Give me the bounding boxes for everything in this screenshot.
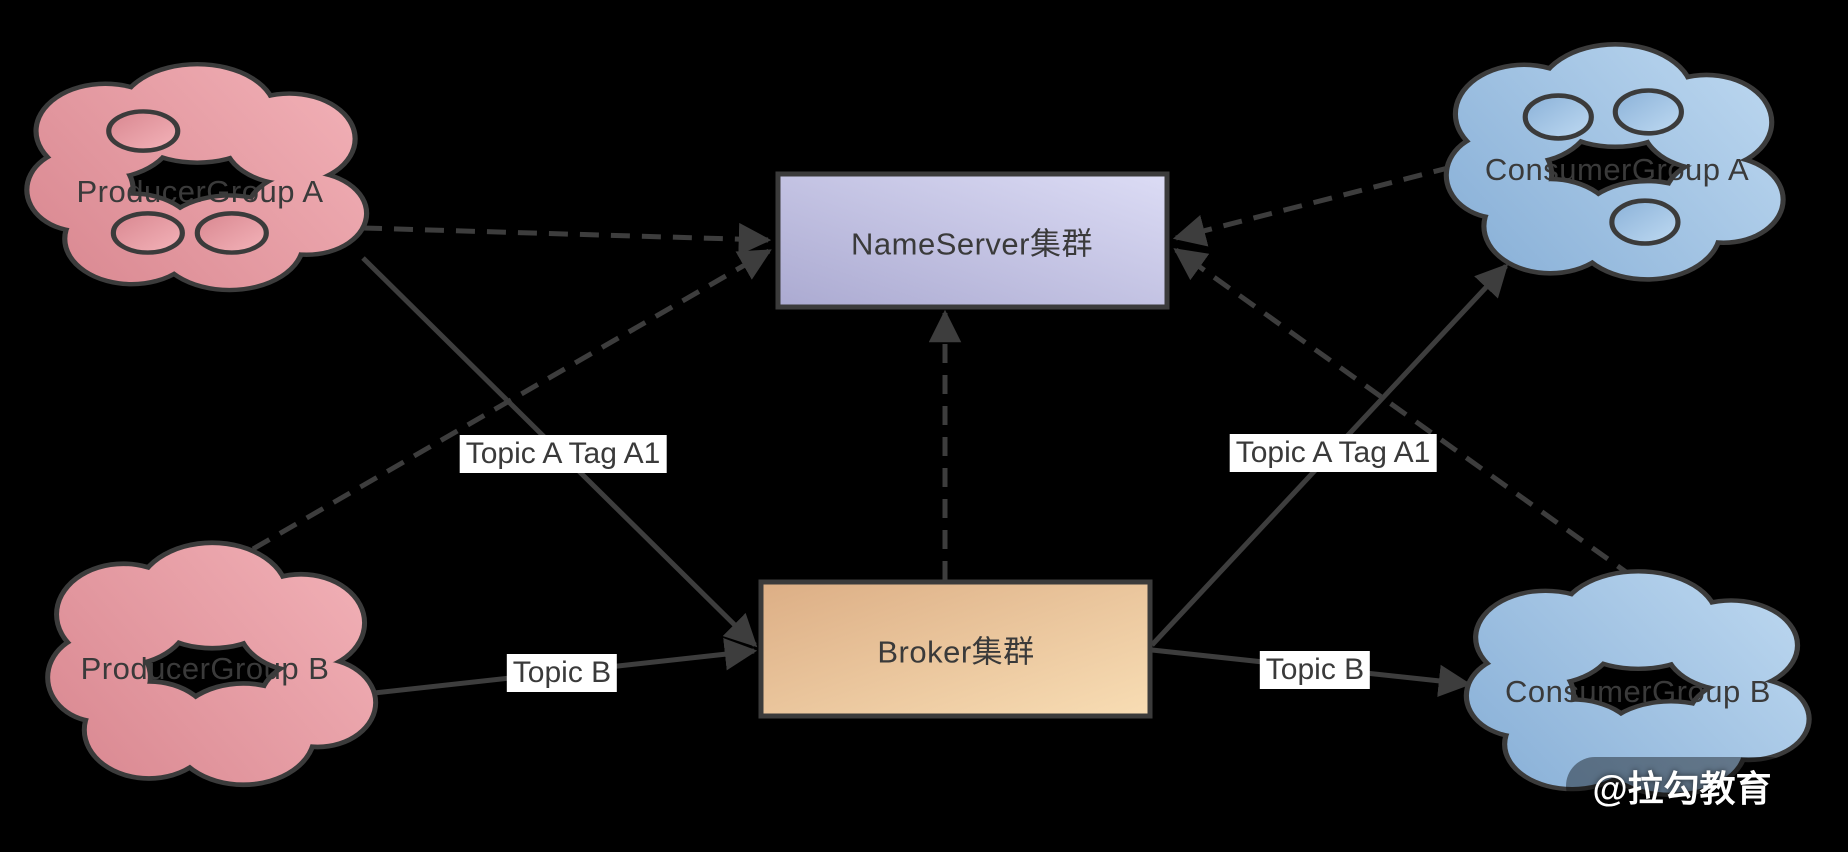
consumer-group-b-label: ConsumerGroup B bbox=[1505, 674, 1771, 709]
producer-group-b-label: ProducerGroup B bbox=[80, 651, 330, 686]
consumer-a-instance-ovals bbox=[1522, 88, 1684, 246]
edge-label-topic-b-left: Topic B bbox=[506, 654, 618, 692]
edge-label-topic-a-tag-a1-left: Topic A Tag A1 bbox=[459, 435, 667, 473]
edge-label-topic-a-tag-a1-right: Topic A Tag A1 bbox=[1229, 434, 1437, 472]
edge-consumer-a-to-nameserver bbox=[1172, 164, 1453, 247]
consumer-group-a-cloud bbox=[1449, 47, 1781, 278]
broker-box bbox=[758, 579, 1153, 719]
producer-a-instance-ovals bbox=[106, 109, 269, 255]
edge-producer-a-to-nameserver bbox=[362, 222, 772, 256]
edge-label-topic-b-right: Topic B bbox=[1259, 651, 1371, 689]
edge-consumer-b-to-nameserver bbox=[1173, 247, 1635, 580]
consumer-group-a-label: ConsumerGroup A bbox=[1484, 152, 1750, 187]
producer-group-a-label: ProducerGroup A bbox=[76, 174, 324, 209]
watermark-badge: @拉勾教育 bbox=[1566, 757, 1798, 815]
watermark-text: @拉勾教育 bbox=[1592, 768, 1772, 809]
edge-producer-b-to-nameserver bbox=[251, 248, 772, 552]
nameserver-box bbox=[775, 171, 1170, 310]
broker-label: Broker集群 bbox=[877, 634, 1035, 670]
producer-group-a-cloud bbox=[29, 66, 364, 287]
nameserver-label: NameServer集群 bbox=[851, 226, 1093, 262]
